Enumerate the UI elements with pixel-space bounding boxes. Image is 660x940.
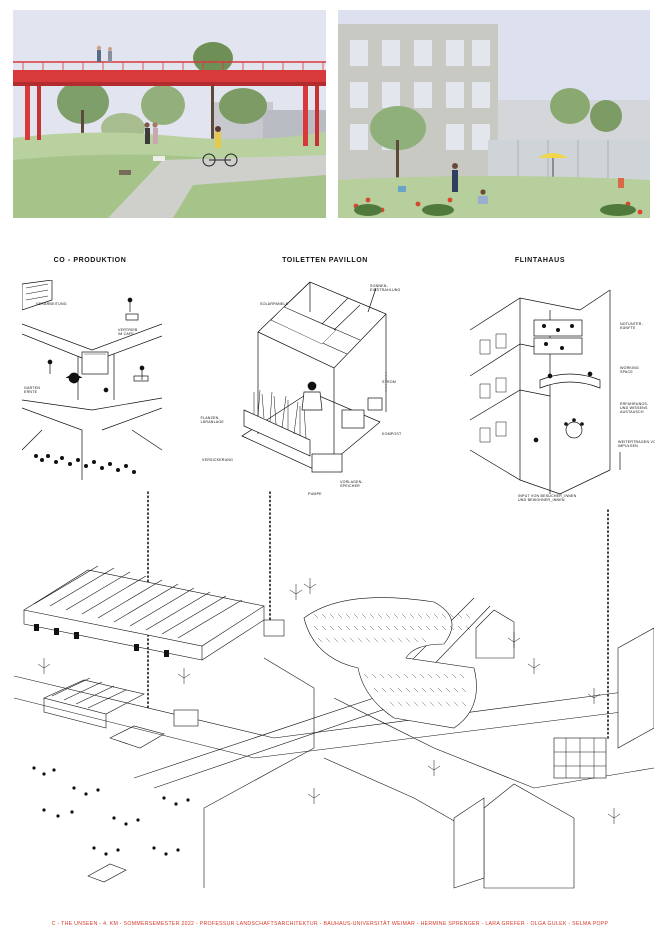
label-notunterkuenfte: NOTUNTER- KÜNFTE (620, 322, 643, 331)
label-verarbeitung: VERARBEITUNG (36, 302, 67, 306)
heading-toiletten-pavillon: TOILETTEN PAVILLON (282, 257, 368, 264)
illustration-elevated-walkway (13, 10, 326, 218)
label-garten: GARTEN ERNTE (24, 386, 41, 395)
label-strom: STROM (382, 380, 396, 384)
label-input: INPUT VON BESUCHER_INNEN UND BEWOHNER_IN… (518, 494, 577, 503)
footer-credits: C - THE UNSEEN - 4. KM - SOMMERSEMESTER … (51, 921, 609, 927)
label-weitertragen: WEITERTRAGEN VON IMPULSEN (618, 440, 655, 449)
label-pumpe: PUMPE (308, 492, 322, 496)
illustration-courtyard (338, 10, 650, 218)
label-vorlagenspeicher: VORLAGEN- SPEICHER (340, 480, 363, 489)
label-pflanzenklaeranlage: PFLANZEN- KLÄRANLAGE (200, 416, 224, 425)
heading-co-produktion: CO - PRODUKTION (53, 257, 127, 264)
label-kompost: KOMPOST (382, 432, 402, 436)
toiletten-pavillon-diagram: SOLARPANELE SONNEN- EINSTRAHLUNG STROM P… (200, 272, 410, 502)
flintahaus-diagram: NOTUNTER- KÜNFTE WORKING SPACE ERFAHRUNG… (470, 280, 655, 510)
heading-flintahaus: FLINTAHAUS (514, 257, 566, 264)
label-vertrieb: VERTRIEB IM CAFE (118, 328, 138, 337)
label-working-space: WORKING SPACE (620, 366, 639, 375)
label-solarpanele: SOLARPANELE (260, 302, 289, 306)
label-versickerung: VERSICKERUNG (202, 458, 234, 462)
label-sonneneinstrahlung: SONNEN- EINSTRAHLUNG (370, 284, 401, 293)
site-axonometric-drawing (14, 548, 654, 910)
label-erfahrungs: ERFAHRUNGS- UND WISSENS AUSTAUSCH (620, 402, 649, 415)
co-produktion-diagram: VERARBEITUNG VERTRIEB IM CAFE GARTEN ERN… (22, 280, 162, 490)
